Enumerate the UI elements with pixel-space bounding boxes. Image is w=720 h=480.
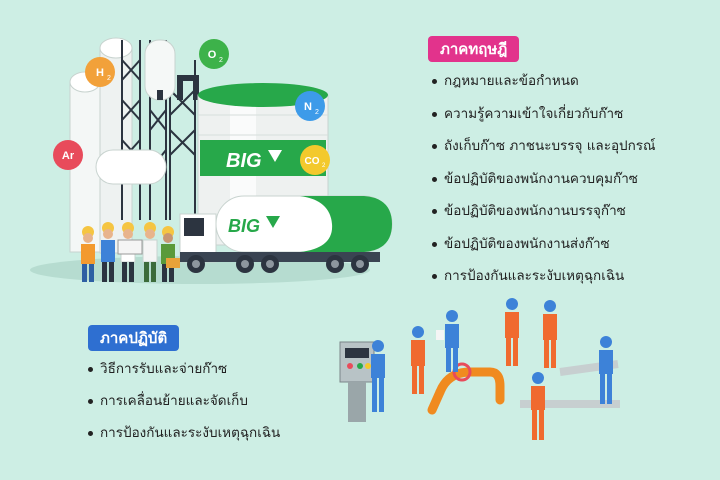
svg-text:O: O bbox=[208, 49, 217, 61]
practice-workers bbox=[371, 298, 613, 440]
practice-list: วิธีการรับและจ่ายก๊าซ การเคลื่อนย้ายและจ… bbox=[88, 359, 280, 455]
co2-bubble: CO 2 bbox=[300, 145, 330, 175]
theory-item: ข้อปฏิบัติของพนักงานบรรจุก๊าซ bbox=[432, 201, 656, 234]
tank-logo: BIG bbox=[226, 150, 262, 172]
svg-text:2: 2 bbox=[219, 57, 223, 64]
svg-text:2: 2 bbox=[322, 163, 326, 169]
gas-tanker-truck: BIG bbox=[179, 195, 393, 273]
theory-item: ข้อปฏิบัติของพนักงานส่งก๊าซ bbox=[432, 234, 656, 267]
orange-pipeline bbox=[427, 367, 505, 415]
ar-bubble: Ar bbox=[53, 140, 83, 170]
practice-item: การป้องกันและระงับเหตุฉุกเฉิน bbox=[88, 423, 280, 455]
practice-section-title: ภาคปฏิบัติ bbox=[88, 325, 180, 351]
svg-text:H: H bbox=[96, 67, 104, 79]
pipes bbox=[157, 75, 199, 100]
theory-section-title: ภาคทฤษฎี bbox=[428, 36, 520, 62]
theory-item: ข้อปฏิบัติของพนักงานควบคุมก๊าซ bbox=[432, 169, 656, 202]
theory-item: ถังเก็บก๊าซ ภาชนะบรรจุ และอุปกรณ์ bbox=[432, 136, 656, 169]
practice-item: วิธีการรับและจ่ายก๊าซ bbox=[88, 359, 280, 391]
truck-logo: BIG bbox=[228, 216, 260, 236]
gas-bubbles: H 2 O 2 N 2 Ar CO 2 bbox=[53, 39, 330, 175]
n2-bubble: N 2 bbox=[295, 91, 325, 121]
svg-text:Ar: Ar bbox=[62, 150, 75, 162]
svg-text:2: 2 bbox=[315, 109, 319, 116]
practice-item: การเคลื่อนย้ายและจัดเก็บ bbox=[88, 391, 280, 423]
theory-item: กฎหมายและข้อกำหนด bbox=[432, 71, 656, 104]
worker-group bbox=[81, 222, 180, 282]
theory-list: กฎหมายและข้อกำหนด ความรู้ความเข้าใจเกี่ย… bbox=[432, 71, 656, 299]
control-panel bbox=[339, 341, 375, 422]
theory-item: ความรู้ความเข้าใจเกี่ยวกับก๊าซ bbox=[432, 104, 656, 137]
h2-bubble: H 2 bbox=[85, 57, 115, 87]
theory-item: การป้องกันและระงับเหตุฉุกเฉิน bbox=[432, 266, 656, 299]
storage-drum bbox=[95, 149, 167, 185]
svg-text:2: 2 bbox=[107, 75, 111, 82]
o2-bubble: O 2 bbox=[199, 39, 229, 69]
svg-text:N: N bbox=[304, 101, 312, 113]
svg-text:CO: CO bbox=[305, 156, 320, 167]
